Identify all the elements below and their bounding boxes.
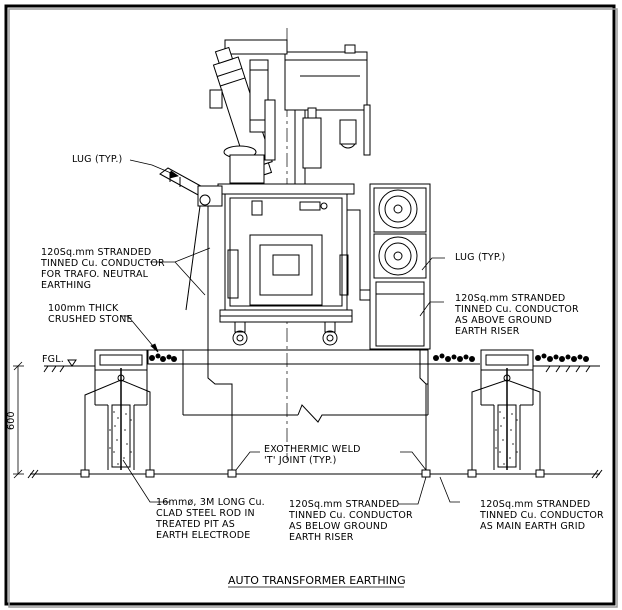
- right-pit-fill: [495, 411, 518, 465]
- label-rod-line-1: 16mmø, 3M LONG Cu.: [156, 497, 265, 508]
- label-lug-left: LUG (TYP.): [72, 154, 122, 165]
- lv-bushing-left: [159, 167, 223, 311]
- right-earth-pit: [480, 349, 534, 470]
- foundation: [147, 28, 429, 460]
- label-weld-line-1: EXOTHERMIC WELD: [264, 444, 361, 455]
- label-rod-line-3: TREATED PIT AS: [155, 519, 235, 530]
- label-main-grid-line-2: TINNED Cu. CONDUCTOR: [479, 510, 604, 521]
- crushed-stone: [96, 353, 589, 364]
- weld-joints: [80, 469, 545, 478]
- label-fgl: FGL.: [42, 354, 64, 365]
- label-main-grid-line-1: 120Sq.mm STRANDED: [480, 499, 590, 510]
- transformer-tank: [217, 183, 361, 346]
- leader-lines: [80, 159, 460, 505]
- label-neutral-line-3: FOR TRAFO. NEUTRAL: [41, 269, 149, 280]
- label-neutral-line-1: 120Sq.mm STRANDED: [41, 247, 151, 258]
- label-below-riser-line-4: EARTH RISER: [289, 532, 354, 543]
- label-dimension-600: 600: [6, 411, 17, 430]
- label-rod-line-4: EARTH ELECTRODE: [156, 530, 251, 541]
- label-rod-line-2: CLAD STEEL ROD IN: [156, 508, 255, 519]
- label-stone-line-2: CRUSHED STONE: [48, 314, 133, 325]
- label-below-riser-line-1: 120Sq.mm STRANDED: [289, 499, 399, 510]
- bushing-base: [209, 59, 276, 184]
- left-earth-pit: [94, 349, 148, 470]
- label-above-riser-line-4: EARTH RISER: [455, 326, 520, 337]
- radiator-unit: [359, 183, 431, 350]
- label-above-riser-line-3: AS ABOVE GROUND: [455, 315, 552, 326]
- label-lug-right: LUG (TYP.): [455, 252, 505, 263]
- label-main-grid-line-3: AS MAIN EARTH GRID: [480, 521, 585, 532]
- label-stone-line-1: 100mm THICK: [48, 303, 119, 314]
- label-above-riser-line-1: 120Sq.mm STRANDED: [455, 293, 565, 304]
- dimension-600: [13, 361, 24, 479]
- earth-grid: [27, 190, 603, 479]
- label-neutral-line-2: TINNED Cu. CONDUCTOR: [40, 258, 165, 269]
- label-below-riser-line-2: TINNED Cu. CONDUCTOR: [288, 510, 413, 521]
- diagram-title: AUTO TRANSFORMER EARTHING: [228, 574, 406, 587]
- drawing-border: [4, 4, 616, 606]
- label-weld-line-2: 'T' JOINT (TYP.): [264, 455, 337, 466]
- left-pit-fill: [109, 411, 132, 465]
- label-below-riser-line-3: AS BELOW GROUND: [289, 521, 388, 532]
- label-neutral-line-4: EARTHING: [41, 280, 91, 291]
- border-shadow: [8, 8, 618, 608]
- label-above-riser-line-2: TINNED Cu. CONDUCTOR: [454, 304, 579, 315]
- conservator: [224, 39, 371, 184]
- labels: LUG (TYP.) 120Sq.mm STRANDED TINNED Cu. …: [6, 154, 604, 588]
- ground-level: [43, 359, 600, 373]
